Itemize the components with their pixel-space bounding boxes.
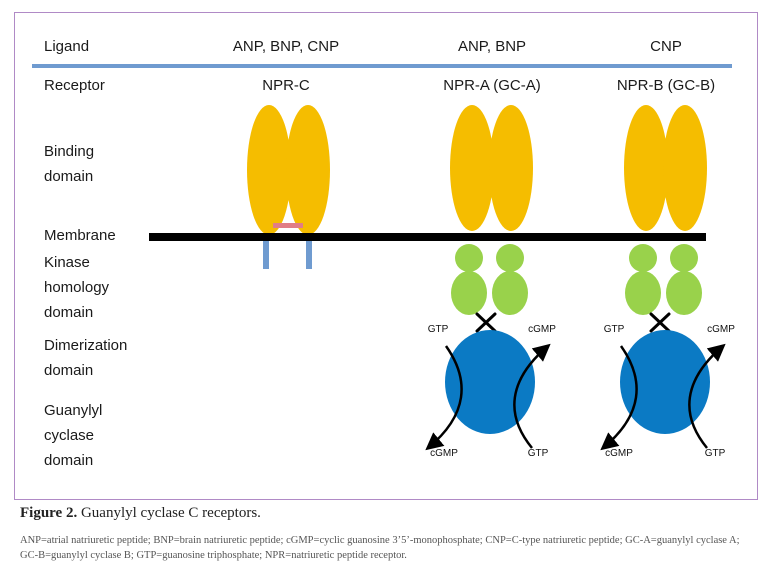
nprc-tail-left <box>263 241 269 269</box>
ligand-row-label: Ligand <box>44 38 90 55</box>
npra-gtp-bottom: GTP <box>527 448 549 459</box>
binding-label-line2: domain <box>44 168 94 185</box>
nprc-tail-right <box>306 241 312 269</box>
nprc-binding-domain-right <box>286 105 330 235</box>
npra-kinase-domains <box>451 244 528 315</box>
dimerization-label-line1: Dimerization <box>44 337 128 354</box>
nprb-kinase-small-left <box>629 244 657 272</box>
nprb-binding-domain-left <box>624 105 668 231</box>
kinase-label-line3: domain <box>44 304 94 321</box>
nprb-reaction-arrows <box>600 343 726 451</box>
nprb-kinase-small-right <box>670 244 698 272</box>
nprc-disulfide-link <box>273 223 303 228</box>
nprb-dimerization-cross <box>649 312 671 333</box>
ligand-col-1: ANP, BNP, CNP <box>232 38 340 55</box>
npra-kinase-large-right <box>492 271 528 315</box>
npra-dimerization-cross <box>475 312 497 333</box>
npra-cgmp-top: cGMP <box>528 324 556 335</box>
npra-cgmp-bottom: cGMP <box>430 448 458 459</box>
kinase-label-line2: homology <box>44 279 110 296</box>
npra-cyclase-domain <box>445 330 535 434</box>
guanylyl-label-line3: domain <box>44 452 94 469</box>
membrane-label: Membrane <box>44 227 116 244</box>
abbreviations-note: ANP=atrial natriuretic peptide; BNP=brai… <box>20 535 740 561</box>
nprb-binding-domain-right <box>663 105 707 231</box>
npra-receptor <box>450 105 533 231</box>
nprb-gtp-bottom: GTP <box>704 448 726 459</box>
binding-label-line1: Binding <box>44 143 95 160</box>
npra-kinase-small-left <box>455 244 483 272</box>
ligand-bar <box>32 64 732 68</box>
receptor-row-label: Receptor <box>44 77 105 94</box>
dimerization-label-line2: domain <box>44 362 94 379</box>
nprb-kinase-large-left <box>625 271 661 315</box>
nprc-receptor <box>247 105 330 269</box>
npra-binding-domain-left <box>450 105 494 231</box>
nprc-binding-domain-left <box>247 105 291 235</box>
receptor-col-3: NPR-B (GC-B) <box>616 77 716 94</box>
nprb-kinase-large-right <box>666 271 702 315</box>
npra-reaction-arrows <box>425 343 551 451</box>
npra-binding-domain-right <box>489 105 533 231</box>
membrane-line <box>149 233 706 241</box>
receptor-diagram <box>32 64 732 451</box>
receptor-col-2: NPR-A (GC-A) <box>443 77 541 94</box>
caption-label: Figure 2. <box>20 505 78 521</box>
kinase-label-line1: Kinase <box>44 254 90 271</box>
guanylyl-label-line1: Guanylyl <box>44 402 103 419</box>
receptor-col-1: NPR-C <box>262 77 310 94</box>
ligand-col-2: ANP, BNP <box>457 38 527 55</box>
nprb-receptor <box>624 105 707 231</box>
nprb-cgmp-bottom: cGMP <box>605 448 633 459</box>
ligand-col-3: CNP <box>650 38 682 55</box>
nprb-gtp-top: GTP <box>603 324 625 335</box>
npra-kinase-small-right <box>496 244 524 272</box>
nprb-cgmp-top: cGMP <box>707 324 735 335</box>
guanylyl-label-line2: cyclase <box>44 427 95 444</box>
nprb-kinase-domains <box>625 244 702 315</box>
nprb-cyclase-domain <box>620 330 710 434</box>
npra-kinase-large-left <box>451 271 487 315</box>
figure-caption: Figure 2. Guanylyl cyclase C receptors. <box>20 505 261 522</box>
npra-gtp-top: GTP <box>427 324 449 335</box>
caption-text: Guanylyl cyclase C receptors. <box>80 505 261 521</box>
